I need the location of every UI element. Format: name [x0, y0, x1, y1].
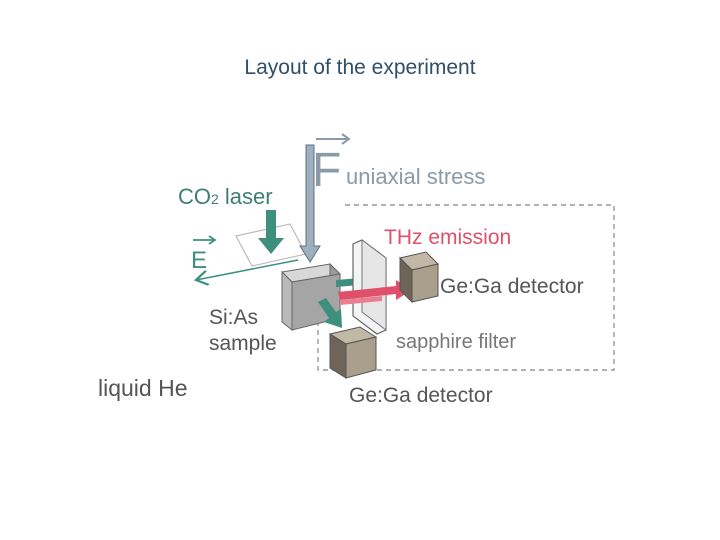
stress-arrow: [299, 144, 321, 263]
medium-label: liquid He: [98, 375, 188, 401]
filter-label: sapphire filter: [396, 331, 516, 353]
dashed-enclosure: [317, 204, 615, 371]
sapphire-filter: [352, 239, 387, 335]
beam-to-bottom-detector: [318, 298, 342, 328]
laser-label: CO2 laser: [178, 184, 273, 209]
force-symbol: F: [312, 144, 341, 197]
force-vector-head: [341, 133, 351, 145]
field-arrow: [196, 259, 299, 280]
slide-title: Layout of the experiment: [244, 56, 476, 79]
sample-label-line1: Si:As: [209, 306, 258, 329]
field-vector-head: [208, 235, 217, 245]
force-label: uniaxial stress: [346, 164, 485, 189]
laser-arrow: [258, 210, 284, 254]
emission-arrow: [338, 280, 412, 300]
emission-label: THz emission: [384, 226, 511, 249]
detector-top-label: Ge:Ga detector: [440, 275, 584, 298]
sample-label-line2: sample: [209, 332, 277, 355]
emission-arrow-lower: [340, 296, 382, 305]
bottom-detector: [328, 326, 378, 379]
detector-bottom-label: Ge:Ga detector: [349, 384, 493, 407]
top-detector: [399, 251, 439, 304]
field-symbol: E: [191, 247, 207, 274]
